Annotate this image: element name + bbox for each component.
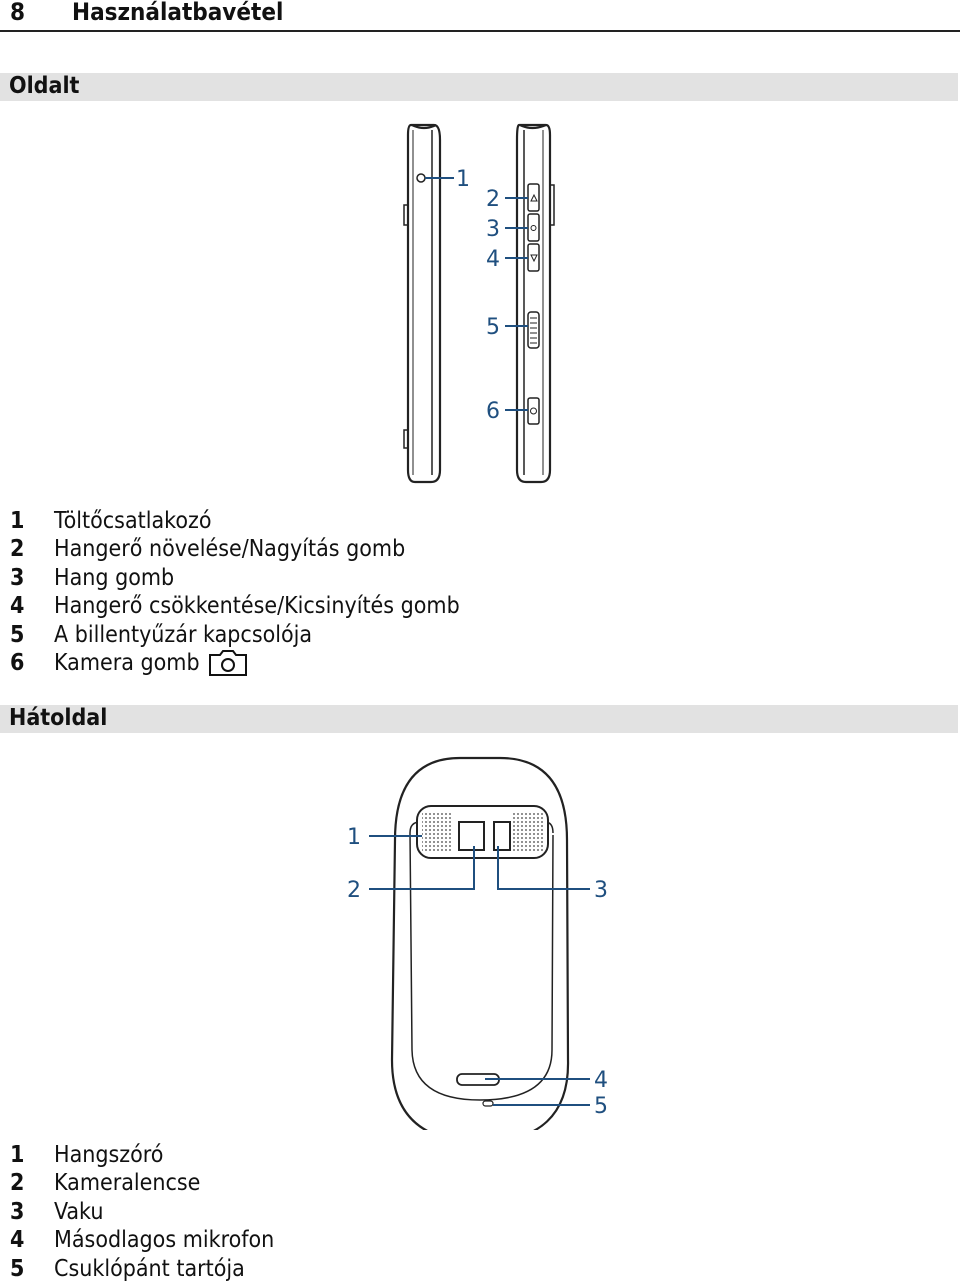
- legend-item: 1 Hangszóró: [0, 1141, 600, 1169]
- legend-item: 5 Csuklópánt tartója: [0, 1255, 600, 1283]
- back-callout-1: 1: [347, 825, 361, 850]
- item-number: 1: [10, 1142, 25, 1168]
- legend-item: 3 Hang gomb: [0, 564, 600, 592]
- item-number: 3: [10, 1198, 25, 1225]
- legend-item: 6 Kamera gomb: [0, 649, 600, 677]
- side-callout-2: 2: [486, 187, 500, 212]
- side-callout-1: 1: [456, 167, 470, 192]
- legend-item: 2 Kameralencse: [0, 1169, 600, 1197]
- legend-item: 2 Hangerő növelése/Nagyítás gomb: [0, 535, 600, 563]
- legend-item: 4 Hangerő csökkentése/Kicsinyítés gomb: [0, 592, 600, 620]
- side-legend: 1 Töltőcsatlakozó 2 Hangerő növelése/Nagyí…: [0, 507, 600, 677]
- item-number: 2: [10, 1170, 25, 1197]
- section-title: Oldalt: [9, 73, 80, 99]
- item-label-text: Kamera gomb: [54, 649, 200, 676]
- item-number: 6: [10, 649, 25, 676]
- section-title: Hátoldal: [9, 705, 108, 731]
- strap-holder: [482, 1100, 494, 1107]
- item-label: A billentyűzár kapcsolója: [54, 621, 313, 648]
- side-callout-5: 5: [486, 315, 500, 340]
- item-label: Hang gomb: [54, 564, 175, 591]
- camera-module: [416, 805, 549, 859]
- item-number: 5: [10, 621, 25, 648]
- side-callout-3: 3: [486, 217, 500, 242]
- item-label: Másodlagos mikrofon: [54, 1227, 275, 1254]
- item-label: Hangerő csökkentése/Kicsinyítés gomb: [54, 593, 460, 620]
- back-view-illustration: 1 2 3 4 5: [347, 756, 608, 1130]
- legend-item: 4 Másodlagos mikrofon: [0, 1226, 600, 1254]
- section-heading-side: Oldalt: [0, 73, 958, 101]
- back-callout-2: 2: [347, 878, 361, 903]
- item-label: Töltőcsatlakozó: [54, 508, 212, 534]
- page-header: 8 Használatbavétel: [0, 0, 960, 32]
- item-number: 5: [10, 1255, 25, 1282]
- item-label: Vaku: [54, 1198, 104, 1225]
- charger-connector-icon: [416, 173, 426, 183]
- phone-right-side: [515, 123, 555, 484]
- item-label: Hangerő növelése/Nagyítás gomb: [54, 536, 406, 563]
- item-label: Csuklópánt tartója: [54, 1255, 245, 1282]
- item-number: 4: [10, 593, 25, 620]
- side-view-illustration: 1 2 3 4 5 6: [403, 123, 555, 484]
- item-number: 4: [10, 1227, 25, 1254]
- item-number: 1: [10, 508, 25, 534]
- phone-left-side: [403, 123, 442, 484]
- back-callout-4: 4: [594, 1068, 608, 1093]
- back-callout-3: 3: [594, 878, 608, 903]
- legend-item: 1 Töltőcsatlakozó: [0, 507, 600, 535]
- item-number: 2: [10, 536, 25, 563]
- back-callout-5: 5: [594, 1094, 608, 1119]
- legend-item: 3 Vaku: [0, 1198, 600, 1226]
- side-callout-6: 6: [486, 399, 500, 424]
- legend-item: 5 A billentyűzár kapcsolója: [0, 621, 600, 649]
- page-title: Használatbavétel: [72, 0, 284, 26]
- side-callout-4: 4: [486, 247, 500, 272]
- back-legend: 1 Hangszóró 2 Kameralencse 3 Vaku 4 Másodlag…: [0, 1141, 600, 1283]
- camera-icon: [208, 650, 247, 677]
- page-number: 8: [10, 0, 26, 26]
- side-buttons: [527, 183, 540, 425]
- item-label: Hangszóró: [54, 1142, 164, 1168]
- item-label: Kameralencse: [54, 1170, 201, 1197]
- item-label: Kamera gomb: [54, 649, 248, 677]
- item-number: 3: [10, 564, 25, 591]
- section-heading-back: Hátoldal: [0, 705, 958, 733]
